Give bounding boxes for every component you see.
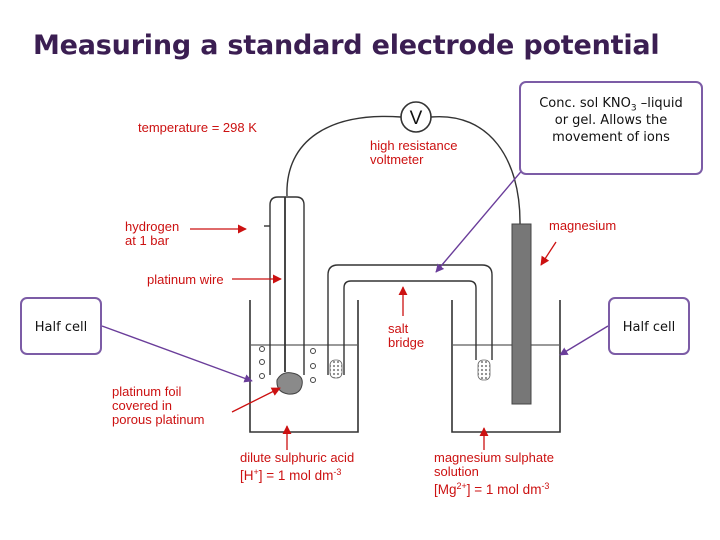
magnesium-label: magnesium: [549, 218, 616, 233]
salt-bridge-label-2: bridge: [388, 335, 424, 350]
wire-left: [286, 115, 402, 197]
mg-concentration: [Mg2+] = 1 mol dm-3: [434, 481, 549, 497]
mgso4-label-2: solution: [434, 464, 479, 479]
foil-label-3: porous platinum: [112, 412, 205, 427]
frit-left: [329, 359, 343, 379]
acid-concentration: [H+] = 1 mol dm-3: [240, 467, 341, 483]
frit-right: [477, 359, 491, 381]
platinum-foil: [276, 372, 303, 395]
hydrogen-label-2: at 1 bar: [125, 233, 170, 248]
acid-label: dilute sulphuric acid: [240, 450, 354, 465]
voltmeter-symbol: V: [410, 108, 423, 129]
foil-label-2: covered in: [112, 398, 172, 413]
arrow-magnesium: [540, 241, 557, 266]
mgso4-label-1: magnesium sulphate: [434, 450, 554, 465]
pointer-half-cell-right: [559, 325, 609, 356]
half-cell-callout-left: Half cell: [20, 297, 102, 355]
voltmeter-label-1: high resistance: [370, 138, 457, 153]
salt-bridge-label-1: salt: [388, 321, 409, 336]
voltmeter: V: [400, 101, 432, 133]
salt-bridge: [327, 264, 493, 375]
hydrogen-label-1: hydrogen: [125, 219, 179, 234]
pointer-half-cell-left: [101, 325, 253, 383]
magnesium-electrode: [511, 223, 532, 405]
hydrogen-electrode: [264, 196, 305, 375]
voltmeter-label-2: voltmeter: [370, 152, 424, 167]
beaker-right: [451, 300, 561, 433]
kno3-callout: Conc. sol KNO3 –liquid or gel. Allows th…: [519, 81, 703, 175]
arrow-foil: [231, 387, 281, 413]
hydrogen-bubbles: [259, 346, 316, 383]
pointer-kno3: [435, 160, 531, 273]
slide-title: Measuring a standard electrode potential: [33, 30, 660, 61]
wire-right: [430, 116, 521, 223]
foil-label-1: platinum foil: [112, 384, 181, 399]
temperature-label: temperature = 298 K: [138, 120, 257, 135]
platinum-wire-label: platinum wire: [147, 272, 224, 287]
half-cell-callout-right: Half cell: [608, 297, 690, 355]
